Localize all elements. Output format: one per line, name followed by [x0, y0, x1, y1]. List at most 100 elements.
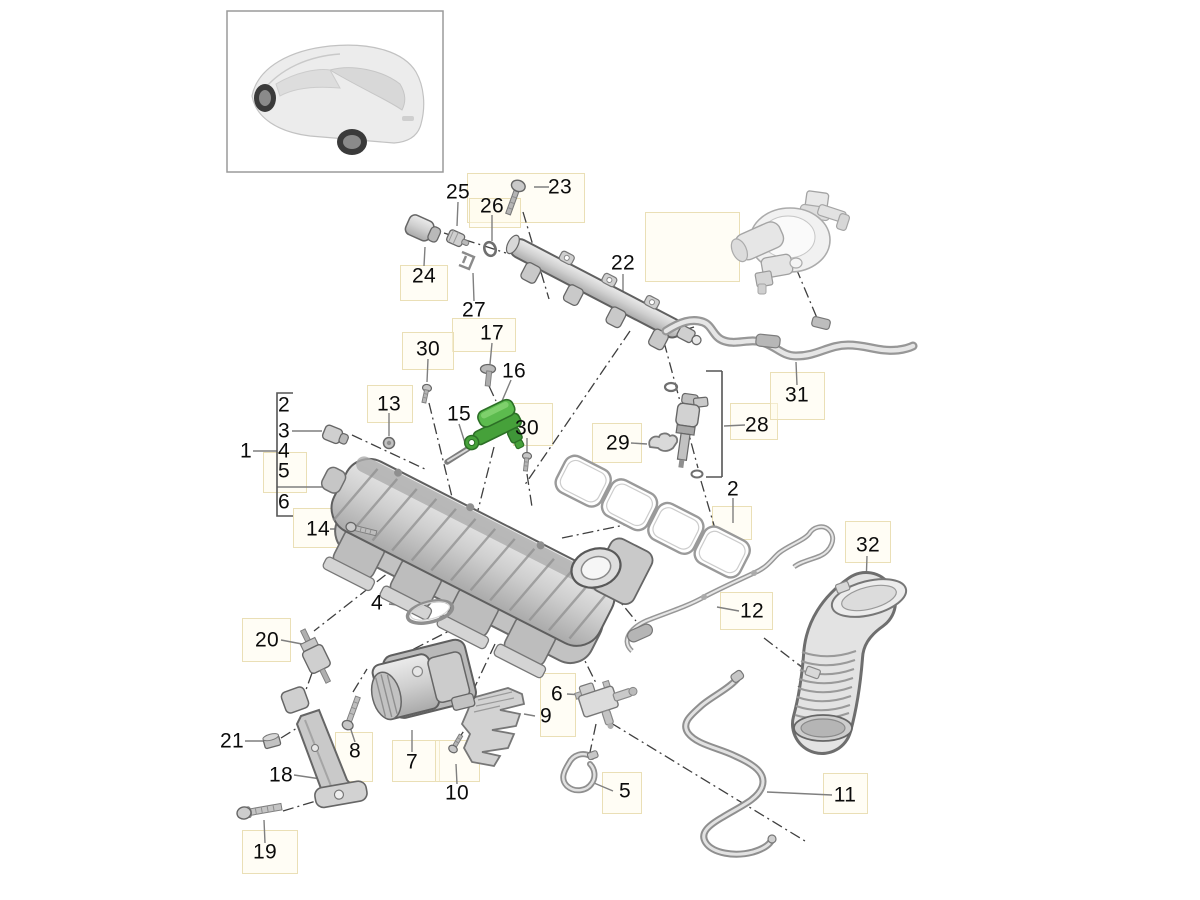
air-intake-duct-32[interactable]	[791, 571, 910, 755]
injector-clip-29[interactable]	[648, 432, 679, 452]
callout-6[interactable]: 6	[551, 682, 563, 706]
highlight-box	[845, 521, 891, 563]
damper-20[interactable]	[292, 625, 337, 687]
highlight-box	[823, 773, 868, 814]
highlight-box	[645, 212, 740, 282]
highlight-box	[392, 740, 440, 782]
callout-23[interactable]: 23	[548, 175, 572, 199]
highlight-box	[720, 592, 773, 630]
screw-30-right[interactable]	[521, 451, 533, 472]
o-ring-26[interactable]	[482, 240, 497, 258]
callout-9[interactable]: 9	[540, 704, 552, 728]
valve-25[interactable]	[446, 229, 471, 250]
highlight-box	[452, 318, 516, 352]
callout-21[interactable]: 21	[220, 729, 244, 753]
callout-30[interactable]: 30	[515, 416, 539, 440]
callout-31[interactable]: 31	[785, 383, 809, 407]
fuel-injector-28[interactable]	[663, 381, 709, 479]
nut-21[interactable]	[262, 732, 282, 750]
high-pressure-fuel-pump[interactable]	[727, 190, 851, 295]
nut-13[interactable]	[382, 436, 396, 450]
vent-hose-11[interactable]	[682, 669, 777, 858]
manifold-ribs	[332, 468, 611, 640]
cap-24[interactable]	[403, 213, 443, 246]
callout-18[interactable]: 18	[269, 763, 293, 787]
callout-25[interactable]: 25	[446, 180, 470, 204]
fuel-line-12[interactable]	[624, 524, 836, 653]
callout-16[interactable]: 16	[502, 359, 526, 383]
screw-8[interactable]	[341, 695, 363, 731]
callout-11[interactable]: 11	[833, 783, 857, 807]
group-brackets	[276, 370, 723, 517]
callout-2[interactable]: 2	[278, 393, 290, 417]
vent-hose-5[interactable]	[560, 750, 599, 794]
highlight-box	[540, 673, 576, 737]
bolt-14[interactable]	[345, 521, 378, 537]
callout-5[interactable]: 5	[619, 779, 631, 803]
throttle-body-7[interactable]	[364, 638, 480, 730]
car-wheel-front-hub	[259, 90, 271, 106]
car-wheel-rear-hub	[343, 135, 361, 149]
leader-lines	[245, 186, 868, 844]
car-body	[251, 44, 425, 144]
clip-27[interactable]	[458, 250, 476, 271]
callout-8[interactable]: 8	[349, 739, 361, 763]
callout-1[interactable]: 1	[240, 439, 252, 463]
rail-bolt-23[interactable]	[501, 178, 526, 216]
callout-20[interactable]: 20	[255, 628, 279, 652]
manifold-gasket-2[interactable]	[552, 452, 754, 581]
highlight-box	[770, 372, 825, 420]
callout-13[interactable]: 13	[377, 392, 401, 416]
highlight-box	[400, 265, 448, 301]
callout-15[interactable]: 15	[447, 402, 471, 426]
callout-4[interactable]: 4	[278, 439, 290, 463]
cap-3[interactable]	[321, 424, 350, 447]
map-sensor-16-highlighted[interactable]	[455, 397, 532, 469]
callout-17[interactable]: 17	[480, 321, 504, 345]
callout-7[interactable]: 7	[406, 750, 418, 774]
cable-bracket-9[interactable]	[460, 687, 526, 767]
callout-2[interactable]: 2	[727, 477, 739, 501]
car-rear-window	[328, 67, 406, 111]
screw-30-left[interactable]	[419, 383, 433, 404]
callout-5[interactable]: 5	[278, 459, 290, 483]
callout-27[interactable]: 27	[462, 298, 486, 322]
highlight-box	[469, 198, 521, 228]
callout-19[interactable]: 19	[253, 840, 277, 864]
car-thumbnail	[226, 10, 444, 173]
car-side-window	[275, 69, 341, 97]
bolt-19[interactable]	[236, 800, 283, 820]
callout-14[interactable]: 14	[306, 517, 330, 541]
o-ring-4[interactable]	[405, 597, 455, 628]
fuel-feed-hose-31[interactable]	[661, 315, 918, 361]
callout-28[interactable]: 28	[745, 413, 769, 437]
screw-10[interactable]	[447, 733, 465, 754]
manifold-throttle-port	[570, 547, 622, 589]
intake-manifold[interactable]	[287, 438, 626, 693]
fuel-rail-mount-tabs	[558, 250, 661, 310]
pin-15[interactable]	[444, 445, 472, 465]
fuel-rail[interactable]	[496, 226, 708, 365]
callout-6[interactable]: 6	[278, 490, 290, 514]
highlight-box	[242, 830, 298, 874]
o-ring-4-highlight	[409, 601, 451, 621]
callout-32[interactable]: 32	[856, 533, 880, 557]
callout-4[interactable]: 4	[371, 591, 383, 615]
duct-bellows	[794, 650, 857, 720]
car-taillight	[402, 116, 414, 121]
callout-10[interactable]: 10	[445, 781, 469, 805]
support-bracket-18[interactable]	[280, 686, 368, 809]
callout-24[interactable]: 24	[412, 264, 436, 288]
solenoid-valve-6[interactable]	[573, 670, 646, 736]
callout-29[interactable]: 29	[606, 431, 630, 455]
highlight-box	[263, 452, 307, 493]
callout-30[interactable]: 30	[416, 337, 440, 361]
callout-26[interactable]: 26	[480, 194, 504, 218]
callout-3[interactable]: 3	[278, 419, 290, 443]
sensor-screw-17[interactable]	[479, 363, 497, 387]
callout-12[interactable]: 12	[740, 599, 764, 623]
callout-22[interactable]: 22	[611, 251, 635, 275]
